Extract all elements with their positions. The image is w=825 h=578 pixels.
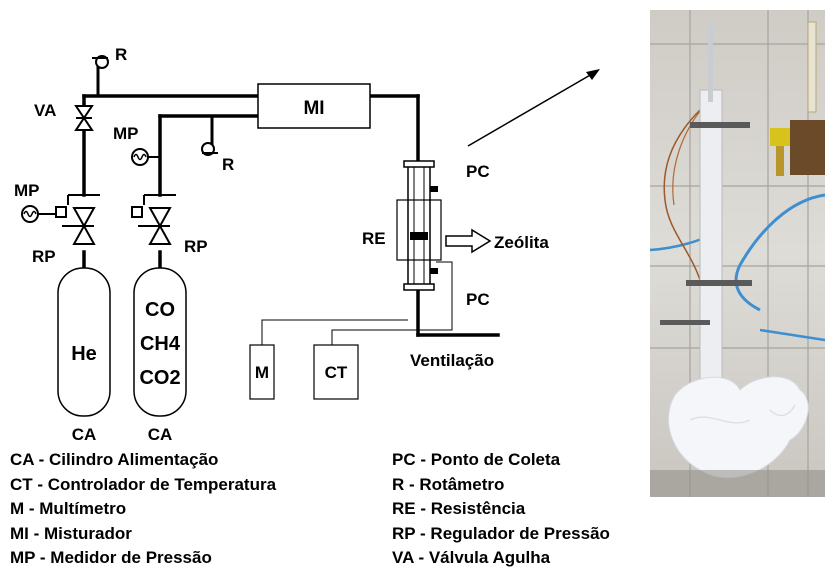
pressure-regulator-mid-icon [132,195,176,244]
pressure-gauge-left-label: MP [14,181,40,200]
setup-photo [650,10,825,497]
legend-item: VA - Válvula Agulha [392,546,610,571]
pointer-arrow-icon [468,69,600,146]
cylinder-he-gas: He [71,343,97,365]
legend-item: MI - Misturador [10,522,276,547]
cylinder-mix-gas-3: CO2 [139,367,180,389]
rotameter-mid-label: R [222,155,234,174]
legend-item: RP - Regulador de Pressão [392,522,610,547]
legend-item: RE - Resistência [392,497,610,522]
reactor-tube [404,161,438,290]
legend-item: MP - Medidor de Pressão [10,546,276,571]
pressure-gauge-mid-icon [132,149,160,165]
rotameter-top-icon [92,56,108,96]
cylinder-he [58,268,110,416]
cylinder-mix-caption: CA [148,425,173,444]
zeolite-arrow-icon [446,230,490,252]
legend-left: CA - Cilindro Alimentação CT - Controlad… [10,448,276,571]
pressure-gauge-left-icon [22,206,56,222]
collection-point-top-label: PC [466,162,490,181]
zeolite-label: Zeólita [494,233,549,252]
legend-item: CA - Cilindro Alimentação [10,448,276,473]
rotameter-mid-icon [202,116,218,155]
multimeter-label: M [255,363,269,382]
legend-item: M - Multímetro [10,497,276,522]
legend-item: PC - Ponto de Coleta [392,448,610,473]
needle-valve-icon [76,106,92,130]
ventilation-label: Ventilação [410,351,494,370]
rotameter-top-label: R [115,45,127,64]
pressure-regulator-left-label: RP [32,247,56,266]
cylinder-mix-gas-2: CH4 [140,333,181,355]
cylinder-he-caption: CA [72,425,97,444]
needle-valve-label: VA [34,101,56,120]
cylinder-mix-gas-1: CO [145,299,175,321]
pressure-regulator-left-icon [56,195,100,244]
mixer-label: MI [303,98,324,119]
legend-item: R - Rotâmetro [392,473,610,498]
legend-right: PC - Ponto de Coleta R - Rotâmetro RE - … [392,448,610,571]
legend-item: CT - Controlador de Temperatura [10,473,276,498]
pressure-regulator-mid-label: RP [184,237,208,256]
collection-point-bottom-label: PC [466,290,490,309]
pressure-gauge-mid-label: MP [113,124,139,143]
resistance-label: RE [362,229,386,248]
temperature-controller-label: CT [325,363,348,382]
